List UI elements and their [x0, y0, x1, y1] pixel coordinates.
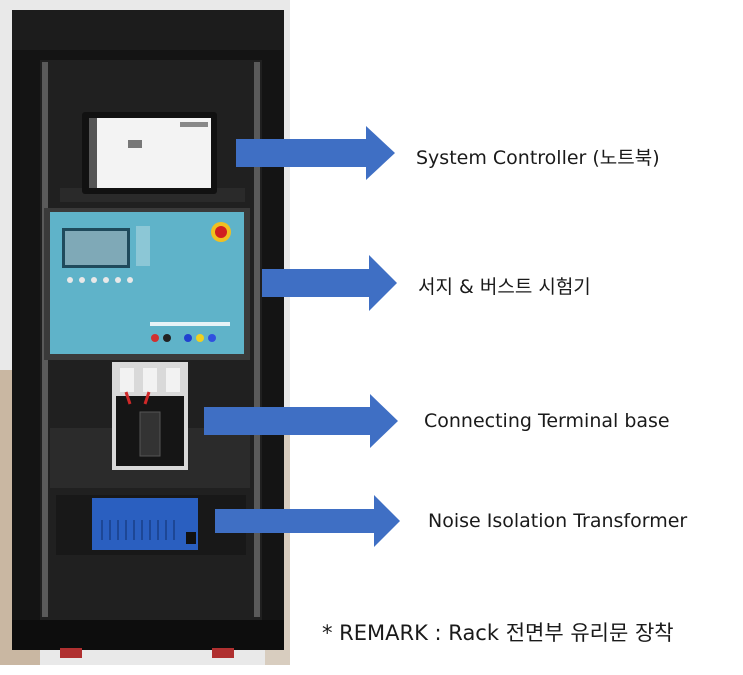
rack-bottom — [12, 620, 284, 650]
tester-display-screen — [65, 231, 127, 265]
rack-rail-right — [254, 62, 260, 617]
label-surge-burst: 서지 & 버스트 시험기 — [418, 276, 591, 298]
label-isolation-transformer: Noise Isolation Transformer — [428, 510, 688, 532]
terminal-breakers — [120, 368, 180, 392]
remark-text: * REMARK : Rack 전면부 유리문 장착 — [322, 621, 674, 645]
arrow-surge-burst — [262, 255, 397, 311]
arrow-system-controller — [236, 126, 395, 180]
transformer-cable — [186, 532, 196, 544]
tester-knobs — [67, 277, 133, 283]
wheel-right — [212, 648, 234, 658]
arrow-isolation-transformer — [215, 495, 400, 547]
transformer-body — [92, 498, 198, 550]
laptop-screen — [89, 118, 211, 188]
tester-connectors — [151, 334, 216, 342]
laptop-window-bar — [180, 122, 208, 127]
transformer-vents — [101, 520, 175, 540]
laptop-taskbar — [89, 118, 97, 188]
label-system-controller: System Controller (노트북) — [416, 147, 660, 169]
terminal-socket — [139, 411, 161, 457]
terminal-wires — [124, 391, 151, 405]
tester-label-strip — [150, 322, 230, 326]
tester-keypad — [136, 226, 150, 266]
laptop-window-text — [128, 140, 142, 148]
wheel-left — [60, 648, 82, 658]
emergency-stop-button — [215, 226, 227, 238]
rack-top — [12, 10, 284, 50]
arrow-terminal-base — [204, 394, 398, 448]
label-terminal-base: Connecting Terminal base — [424, 410, 670, 432]
